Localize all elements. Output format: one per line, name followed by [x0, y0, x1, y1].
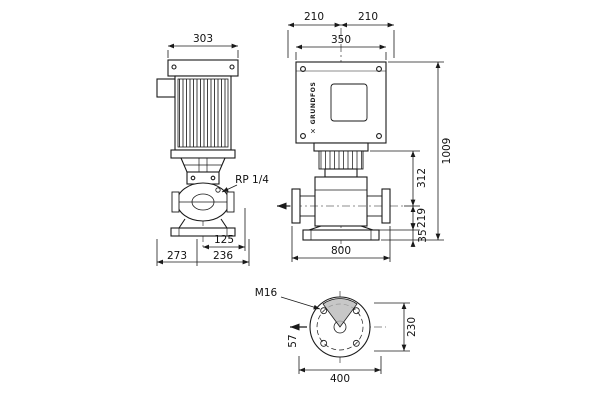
dim-1009-label: 1009: [440, 137, 453, 165]
rp-tapping-label: RP 1/4: [235, 173, 269, 186]
nameplate: [330, 83, 368, 122]
terminal-box: [156, 78, 176, 98]
dim-236-label: 236: [212, 249, 234, 262]
dim-230-label: 230: [405, 316, 418, 338]
dim-57-label: 57: [286, 334, 299, 348]
grundfos-logo-text: GRUNDFOS: [310, 81, 317, 125]
dim-210-right-label: 210: [357, 10, 379, 23]
section-wedge: [322, 298, 358, 328]
dim-210-left-label: 210: [303, 10, 325, 23]
m16-leader-line: [280, 296, 321, 310]
suction-flange: [291, 188, 301, 224]
dim-400-label: 400: [329, 372, 351, 385]
tapping-port: [215, 187, 221, 193]
front-view-drawing: [277, 28, 404, 248]
dim-125-label: 125: [213, 233, 235, 246]
side-view-dimensions: [156, 43, 250, 266]
side-view-drawing: [156, 59, 239, 250]
dim-35-label: 35: [416, 229, 429, 243]
motor-front: [295, 61, 387, 144]
dim-312-label: 312: [415, 167, 428, 189]
front-view-dimensions: [287, 22, 444, 262]
fan-cover: [167, 59, 239, 77]
base-plate-side: [170, 227, 236, 237]
dim-350-label: 350: [330, 33, 352, 46]
coupling-guard: [318, 150, 364, 170]
base-plate-front: [302, 229, 380, 241]
m16-bolt-label: M16: [254, 286, 278, 299]
discharge-flange: [381, 188, 391, 224]
top-view-drawing: [290, 291, 386, 363]
dim-303-label: 303: [192, 32, 214, 45]
top-view-dimensions: [280, 296, 410, 374]
grundfos-logo-mark-icon: ✕: [309, 128, 318, 134]
dim-273-label: 273: [166, 249, 188, 262]
tapping-leader-line: [221, 184, 238, 193]
dim-219-label: 219: [415, 207, 428, 229]
volute-front: [314, 176, 368, 227]
motor-fins: [177, 78, 229, 148]
dim-800-label: 800: [330, 244, 352, 257]
